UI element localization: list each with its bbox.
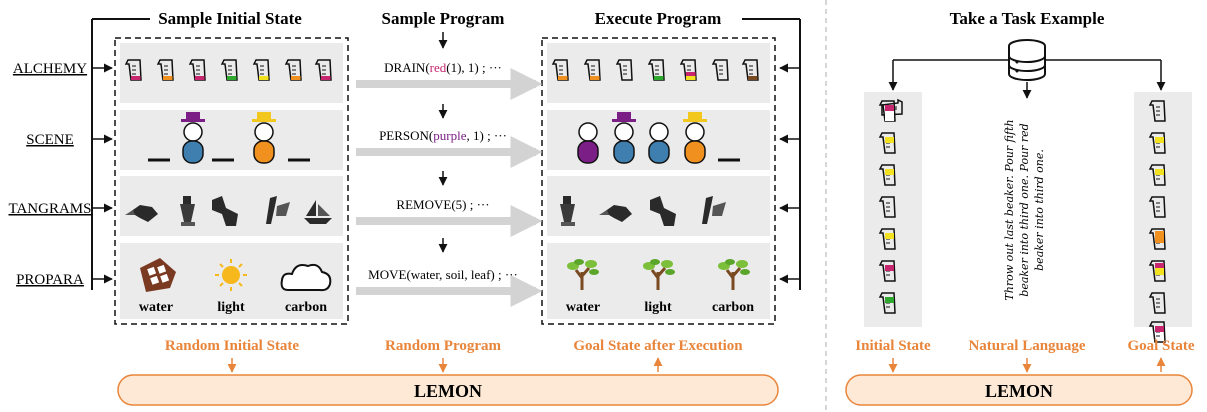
label-random-program: Random Program xyxy=(385,338,501,354)
database-icon xyxy=(1008,39,1046,81)
label-initial-state: Initial State xyxy=(855,338,931,354)
propara-icons-initial xyxy=(140,258,332,292)
label-natural-language: Natural Language xyxy=(968,338,1085,354)
alchemy-beakers-goal xyxy=(552,59,759,81)
propara-label-carbon: carbon xyxy=(285,300,327,315)
propara-label-water: water xyxy=(139,300,173,315)
header-take-a-task-example: Take a Task Example xyxy=(950,9,1105,28)
lemon-title-left: LEMON xyxy=(414,381,482,401)
domain-label-alchemy: ALCHEMY xyxy=(13,61,87,77)
propara-goal-label-carbon: carbon xyxy=(712,300,754,315)
propara-trees-goal xyxy=(567,259,750,290)
program-scene: PERSON(purple, 1) ; ··· xyxy=(379,128,507,143)
lemon-bar-right xyxy=(845,374,1193,406)
program-tangrams: REMOVE(5) ; ··· xyxy=(396,197,489,212)
domain-label-propara: PROPARA xyxy=(16,272,84,288)
example-goal-state xyxy=(1134,92,1192,343)
propara-label-light: light xyxy=(217,300,245,315)
scene-people-goal xyxy=(577,112,740,164)
svg-text:beaker into third one.: beaker into third one. xyxy=(1033,149,1046,271)
example-initial-state xyxy=(864,92,922,327)
propara-goal-label-water: water xyxy=(566,300,600,315)
lemon-title-right: LEMON xyxy=(985,381,1053,401)
natural-language-instruction: Throw out last beaker. Pour fifth beaker… xyxy=(1003,119,1046,300)
alchemy-beakers-initial xyxy=(125,59,332,81)
label-random-initial-state: Random Initial State xyxy=(165,338,300,354)
tangram-shapes-goal xyxy=(560,196,726,226)
domain-label-tangrams: TANGRAMS xyxy=(9,201,92,217)
program-propara: MOVE(water, soil, leaf) ; ··· xyxy=(368,267,518,282)
header-sample-initial-state: Sample Initial State xyxy=(158,9,302,28)
svg-text:Throw out last beaker. Pour fi: Throw out last beaker. Pour fifth xyxy=(1003,119,1016,300)
tangram-shapes-initial xyxy=(125,196,332,226)
program-column xyxy=(356,32,543,307)
label-goal-state-after-execution: Goal State after Execution xyxy=(573,338,743,354)
header-sample-program: Sample Program xyxy=(382,9,505,28)
scene-people-initial xyxy=(148,112,310,164)
propara-goal-label-light: light xyxy=(644,300,672,315)
domain-label-scene: SCENE xyxy=(26,132,74,148)
svg-text:beaker into third one. Pour re: beaker into third one. Pour red xyxy=(1018,123,1031,296)
program-alchemy: DRAIN(red(1), 1) ; ··· xyxy=(384,60,502,75)
lemon-bar-left xyxy=(117,374,779,406)
header-execute-program: Execute Program xyxy=(595,9,722,28)
label-goal-state: Goal State xyxy=(1127,338,1194,354)
